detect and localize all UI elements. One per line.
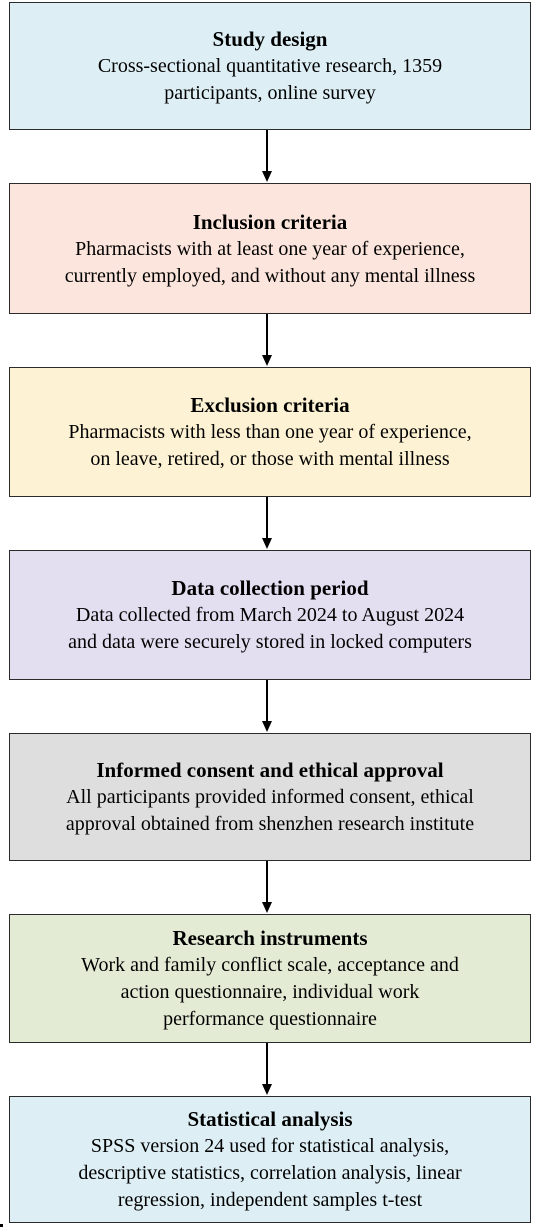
step-title: Research instruments <box>172 926 368 950</box>
flow-step-data-collection-period: Data collection period Data collected fr… <box>9 550 531 680</box>
flow-arrow <box>262 680 272 732</box>
step-title: Statistical analysis <box>187 1107 353 1131</box>
step-title: Inclusion criteria <box>192 209 348 234</box>
step-title: Informed consent and ethical approval <box>96 758 444 782</box>
flow-arrow <box>262 130 272 182</box>
flow-step-statistical-analysis: Statistical analysis SPSS version 24 use… <box>9 1096 531 1223</box>
step-title: Data collection period <box>171 576 369 600</box>
flow-arrow <box>262 1043 272 1095</box>
flow-arrow <box>262 861 272 913</box>
step-title: Exclusion criteria <box>190 393 350 417</box>
step-text-line: regression, independent samples t-test <box>117 1189 423 1211</box>
corner-dot <box>0 1224 3 1227</box>
step-text-line: SPSS version 24 used for statistical ana… <box>90 1135 450 1157</box>
flow-step-informed-consent: Informed consent and ethical approval Al… <box>9 733 531 861</box>
step-title: Study design <box>212 27 328 51</box>
step-text-line: descriptive statistics, correlation anal… <box>78 1162 462 1184</box>
flow-arrow <box>262 314 272 366</box>
step-text-line: Data collected from March 2024 to August… <box>75 604 465 626</box>
step-text-line: All participants provided informed conse… <box>66 786 474 808</box>
flow-step-study-design: Study design Cross-sectional quantitativ… <box>9 2 531 130</box>
flow-step-exclusion-criteria: Exclusion criteria Pharmacists with less… <box>9 367 531 497</box>
flow-arrow <box>262 497 272 549</box>
flow-step-research-instruments: Research instruments Work and family con… <box>9 914 531 1043</box>
step-text-line: currently employed, and without any ment… <box>64 264 476 287</box>
step-text-line: approval obtained from shenzhen research… <box>65 813 475 835</box>
step-text-line: Work and family conflict scale, acceptan… <box>81 954 459 976</box>
step-text-line: participants, online survey <box>164 82 376 104</box>
step-text-line: and data were securely stored in locked … <box>68 631 472 653</box>
step-text-line: Pharmacists with at least one year of ex… <box>75 237 465 260</box>
step-text-line: Pharmacists with less than one year of e… <box>68 421 472 443</box>
step-text-line: Cross-sectional quantitative research, 1… <box>97 55 443 77</box>
step-text-line: performance questionnaire <box>163 1008 377 1030</box>
flow-step-inclusion-criteria: Inclusion criteria Pharmacists with at l… <box>9 183 531 314</box>
step-text-line: action questionnaire, individual work <box>120 981 420 1003</box>
step-text-line: on leave, retired, or those with mental … <box>90 448 450 470</box>
